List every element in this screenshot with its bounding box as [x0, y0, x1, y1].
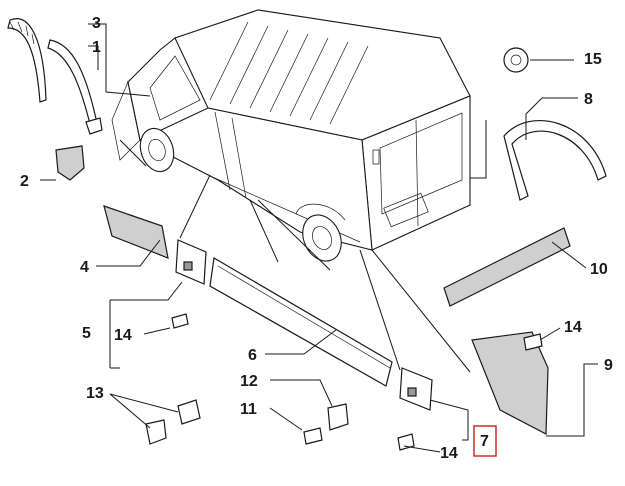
- callout-3: 3: [92, 15, 101, 32]
- callout-7: 7: [480, 433, 489, 450]
- part-2-trim: [55, 145, 85, 181]
- part-8-rear-arch: [503, 120, 607, 201]
- callout-4: 4: [80, 259, 89, 276]
- callout-14-c: 14: [564, 319, 582, 336]
- part-1-front-arch: [47, 39, 99, 133]
- leader-lines: [40, 23, 598, 453]
- part-14-clip-b: [397, 433, 415, 451]
- part-4-moulding: [103, 205, 169, 259]
- part-6-side-moulding: [209, 257, 393, 387]
- part-14-clip-c: [523, 333, 543, 351]
- callout-11: 11: [240, 401, 257, 418]
- part-9-corner-panel: [471, 331, 549, 435]
- part-15-fastener: [503, 47, 529, 73]
- part-14-clip-a: [171, 313, 189, 329]
- part-13-clip-a: [177, 399, 201, 425]
- part-12-clip: [327, 403, 349, 431]
- callout-2: 2: [20, 173, 29, 190]
- part-3-front-arch: [7, 18, 47, 103]
- callout-12: 12: [240, 373, 258, 390]
- part-10-rear-moulding: [443, 227, 571, 307]
- callout-9: 9: [604, 357, 613, 374]
- part-11-screw: [303, 427, 323, 445]
- callout-14-b: 14: [440, 445, 458, 462]
- callout-5: 5: [82, 325, 91, 342]
- callout-7-highlight: [473, 425, 497, 457]
- callout-1: 1: [92, 39, 101, 56]
- callout-14-a: 14: [114, 327, 132, 344]
- van-illustration: [111, 9, 471, 262]
- callout-8: 8: [584, 91, 593, 108]
- callout-13: 13: [86, 385, 104, 402]
- part-13-clip-b: [145, 419, 167, 445]
- callout-6: 6: [248, 347, 257, 364]
- callout-15: 15: [584, 51, 602, 68]
- callout-10: 10: [590, 261, 608, 278]
